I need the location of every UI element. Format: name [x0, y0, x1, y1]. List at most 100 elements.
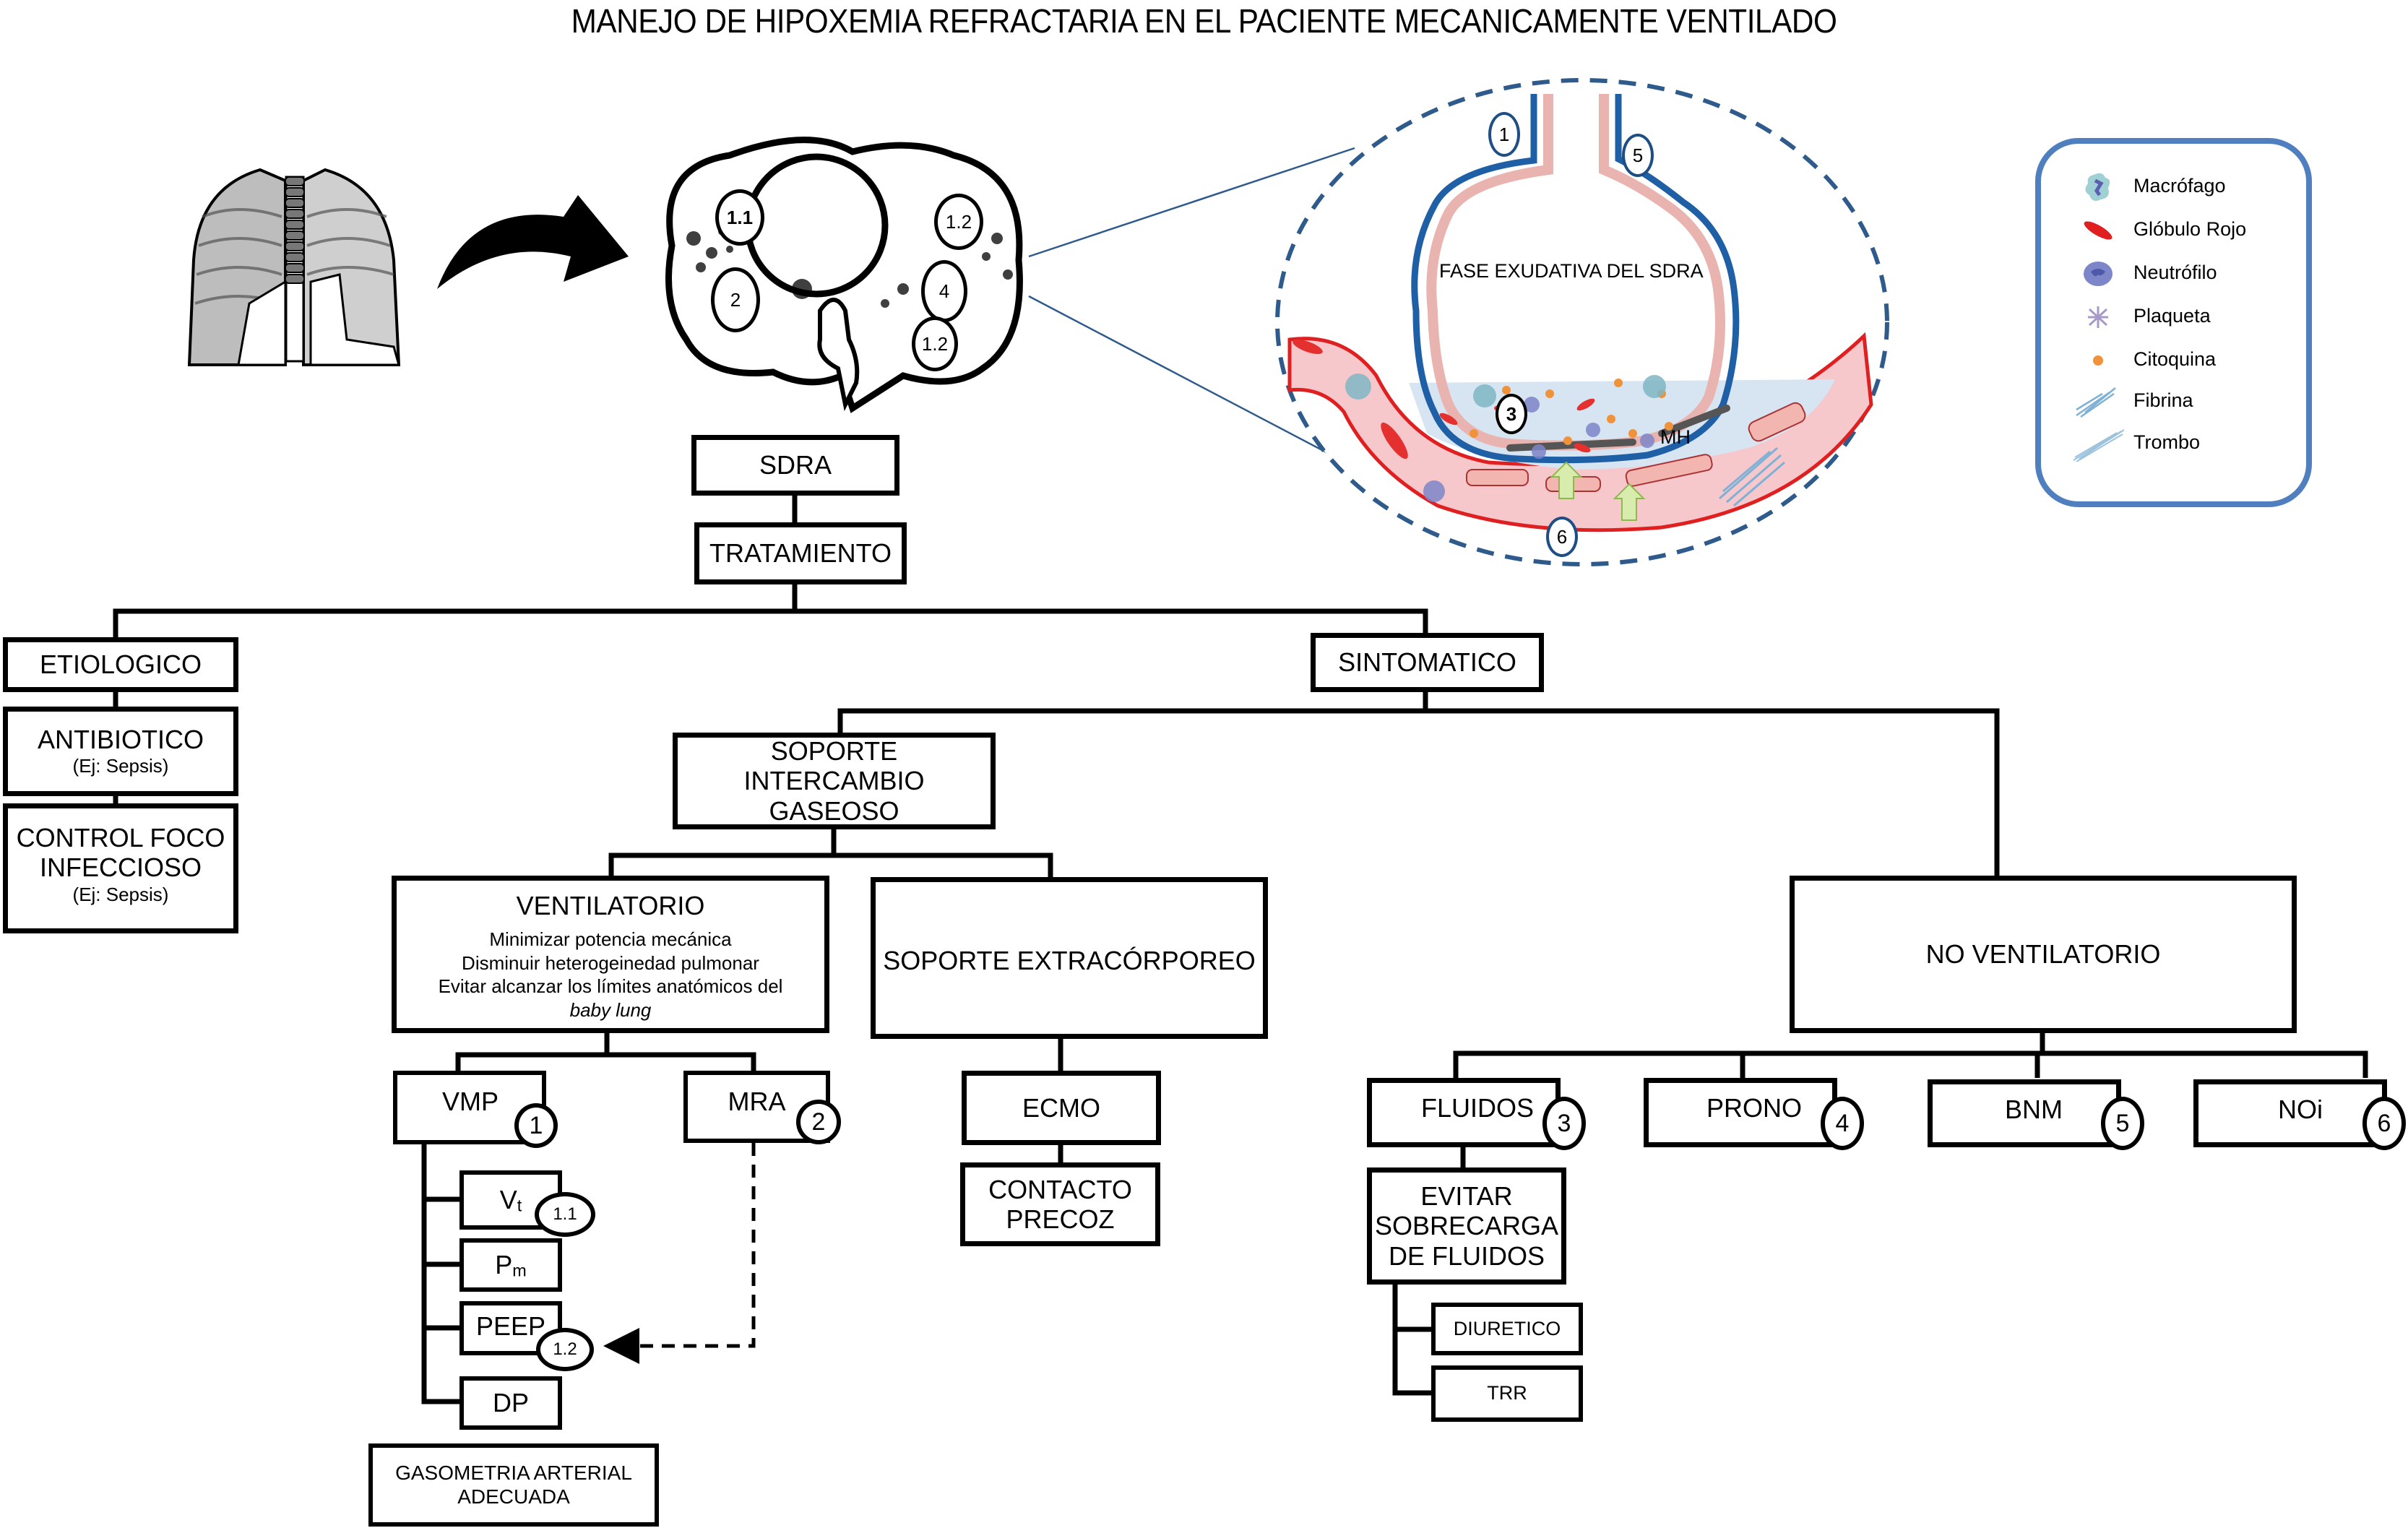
sdra-label: SDRA [759, 450, 832, 480]
contacto-precoz-box[interactable]: CONTACTO PRECOZ [960, 1162, 1160, 1246]
extracorporeo-label: SOPORTE EXTRACÓRPOREO [883, 946, 1256, 975]
ventilatorio-line-3: Evitar alcanzar los límites anatómicos d… [438, 975, 783, 998]
ecmo-label: ECMO [1022, 1092, 1100, 1123]
ventilatorio-box[interactable]: VENTILATORIO Minimizar potencia mecánica… [392, 876, 829, 1033]
leader-line [1028, 147, 1355, 258]
legend-item: Trombo [2041, 426, 2306, 462]
sdra-box[interactable]: SDRA [691, 435, 899, 496]
soporte-intercambio-box[interactable]: SOPORTE INTERCAMBIO GASEOSO [673, 733, 996, 829]
antibiotico-label: ANTIBIOTICO [37, 725, 204, 755]
sintomatico-label: SINTOMATICO [1338, 647, 1516, 678]
pm-label: Pm [495, 1249, 527, 1280]
legend-item: Citoquina [2041, 342, 2306, 379]
vmp-badge: 1 [514, 1103, 558, 1148]
ventilatorio-line-2: Disminuir heterogeinedad pulmonar [462, 951, 759, 974]
dp-box[interactable]: DP [459, 1376, 562, 1430]
prono-label: PRONO [1706, 1093, 1803, 1123]
no-ventilatorio-box[interactable]: NO VENTILATORIO [1790, 876, 2297, 1033]
no-ventilatorio-label: NO VENTILATORIO [1925, 939, 2161, 970]
legend-item: Macrófago [2041, 169, 2306, 205]
soporte-intercambio-label-1: SOPORTE INTERCAMBIO [743, 735, 925, 796]
contacto-label-1: CONTACTO [988, 1175, 1132, 1204]
hyaline-membrane-label: MH [1660, 426, 1691, 448]
ventilatorio-line-italic: baby lung [569, 998, 652, 1021]
alveolus-marker-1: 1 [1488, 112, 1520, 157]
ventilatorio-label: VENTILATORIO [516, 891, 705, 920]
noi-label: NOi [2278, 1095, 2323, 1124]
bnm-badge: 5 [2101, 1097, 2144, 1150]
control-foco-box[interactable]: CONTROL FOCO INFECCIOSO (Ej: Sepsis) [3, 803, 238, 933]
evitar-label-1: EVITAR [1420, 1180, 1513, 1211]
gasometria-label-1: GASOMETRIA ARTERIAL [395, 1462, 632, 1485]
alveolus-illustration [1275, 78, 1889, 566]
ct-label-1-2-top: 1.2 [934, 194, 983, 250]
fluidos-box[interactable]: FLUIDOS [1367, 1078, 1561, 1147]
tratamiento-box[interactable]: TRATAMIENTO [694, 522, 907, 584]
peep-badge: 1.2 [536, 1328, 594, 1371]
noi-badge: 6 [2362, 1097, 2406, 1150]
pm-box[interactable]: Pm [459, 1238, 562, 1292]
mra-badge: 2 [796, 1100, 841, 1144]
macrophage-icon [2085, 173, 2110, 201]
ct-label-1-2-bottom: 1.2 [912, 316, 958, 371]
prono-box[interactable]: PRONO [1644, 1078, 1837, 1147]
dp-label: DP [492, 1388, 529, 1418]
antibiotico-box[interactable]: ANTIBIOTICO (Ej: Sepsis) [3, 707, 238, 796]
gasometria-box[interactable]: GASOMETRIA ARTERIAL ADECUADA [368, 1443, 659, 1527]
peep-label: PEEP [475, 1311, 546, 1341]
trr-box[interactable]: TRR [1431, 1365, 1583, 1422]
diuretico-box[interactable]: DIURETICO [1431, 1303, 1583, 1355]
thrombus-icon [2073, 429, 2124, 462]
control-foco-sub: (Ej: Sepsis) [72, 883, 169, 905]
ventilatorio-line-1: Minimizar potencia mecánica [489, 928, 732, 951]
mra-to-peep-arrow [603, 1143, 756, 1364]
diuretico-label: DIURETICO [1453, 1317, 1561, 1339]
sintomatico-box[interactable]: SINTOMATICO [1311, 633, 1544, 692]
curved-arrow-icon [437, 195, 629, 289]
etiologico-box[interactable]: ETIOLOGICO [3, 637, 238, 692]
bnm-box[interactable]: BNM [1928, 1079, 2121, 1147]
fluidos-label: FLUIDOS [1421, 1093, 1535, 1123]
vmp-label: VMP [442, 1087, 499, 1116]
ct-label-2: 2 [711, 267, 760, 332]
soporte-intercambio-label-2: GASEOSO [769, 795, 899, 826]
alveolus-marker-3: 3 [1496, 394, 1527, 434]
legend-item: Neutrófilo [2041, 256, 2306, 292]
tratamiento-label: TRATAMIENTO [709, 538, 892, 569]
extracorporeo-box[interactable]: SOPORTE EXTRACÓRPOREO [871, 877, 1268, 1039]
trr-label: TRR [1487, 1382, 1527, 1404]
platelet-icon [2088, 306, 2108, 328]
alveolus-marker-6: 6 [1546, 517, 1578, 557]
noi-box[interactable]: NOi [2193, 1079, 2387, 1147]
alveolus-marker-5: 5 [1622, 134, 1654, 177]
mra-label: MRA [728, 1087, 786, 1116]
ecmo-box[interactable]: ECMO [962, 1071, 1161, 1145]
prono-badge: 4 [1821, 1097, 1864, 1150]
vt-label: Vt [499, 1184, 522, 1215]
chest-xray-illustration [187, 168, 401, 366]
legend-item: Plaqueta [2041, 299, 2306, 335]
antibiotico-sub: (Ej: Sepsis) [72, 755, 169, 777]
evitar-sobrecarga-box[interactable]: EVITAR SOBRECARGA DE FLUIDOS [1367, 1167, 1566, 1285]
control-foco-label-1: CONTROL FOCO [16, 823, 225, 853]
legend: Macrófago Glóbulo Rojo Neutrófilo Plaque… [2035, 138, 2312, 507]
red-blood-cell-icon [2084, 221, 2113, 240]
etiologico-label: ETIOLOGICO [39, 649, 202, 680]
contacto-label-2: PRECOZ [1006, 1204, 1115, 1235]
legend-item: Glóbulo Rojo [2041, 212, 2306, 249]
legend-item: Fibrina [2041, 384, 2306, 420]
cytokine-icon [2093, 355, 2103, 366]
flow-connectors [113, 495, 2368, 1404]
bnm-label: BNM [2005, 1095, 2063, 1124]
gasometria-label-2: ADECUADA [457, 1485, 570, 1508]
evitar-label-2: SOBRECARGA [1374, 1211, 1559, 1241]
control-foco-label-2: INFECCIOSO [39, 853, 202, 883]
diagram-title: MANEJO DE HIPOXEMIA REFRACTARIA EN EL PA… [571, 2, 1837, 40]
alveolus-caption: FASE EXUDATIVA DEL SDRA [1439, 260, 1704, 282]
ct-label-1-1: 1.1 [715, 189, 764, 246]
fluidos-badge: 3 [1542, 1097, 1586, 1150]
vt-badge: 1.1 [535, 1192, 595, 1237]
evitar-label-3: DE FLUIDOS [1388, 1240, 1545, 1271]
ct-label-4: 4 [921, 260, 967, 322]
fibrin-icon [2076, 387, 2116, 418]
